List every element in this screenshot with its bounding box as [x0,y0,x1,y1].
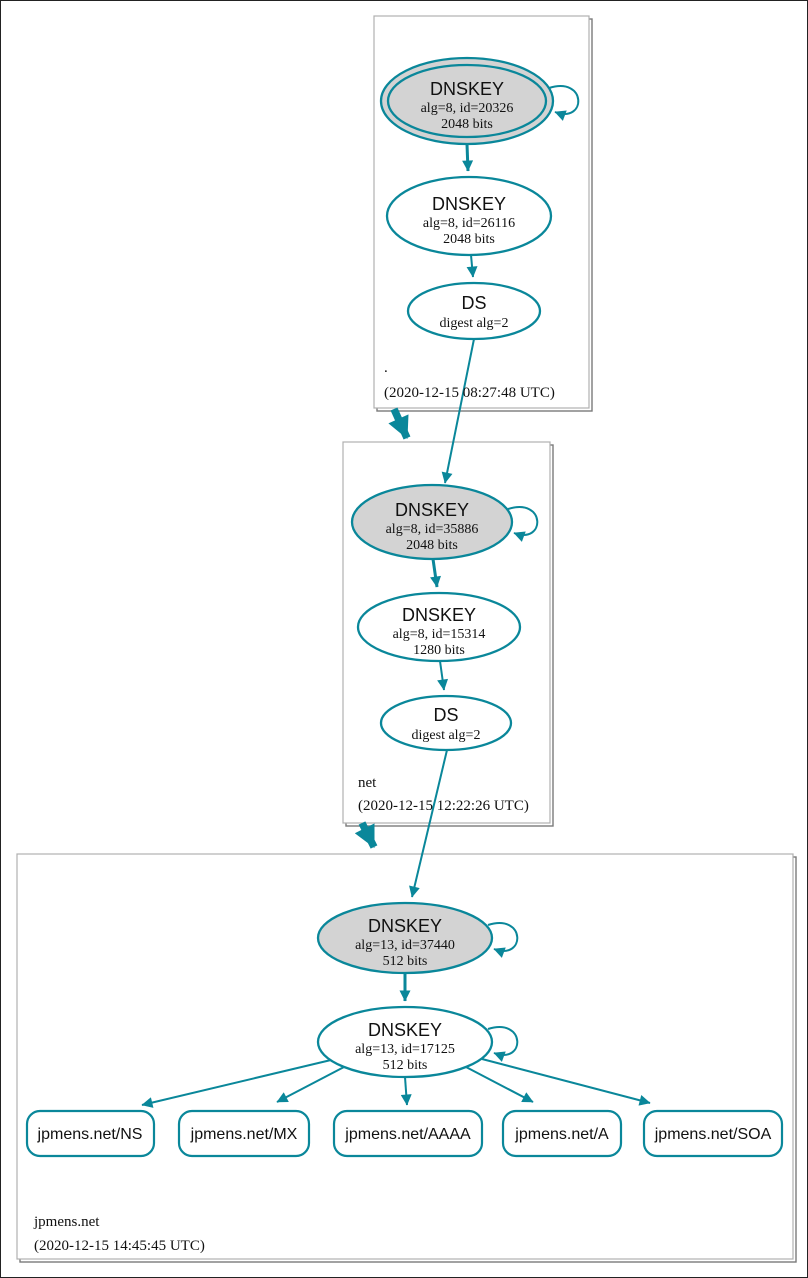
root-ksk-alg: alg=8, id=20326 [421,101,514,116]
root-zone-timestamp: (2020-12-15 08:27:48 UTC) [384,385,555,401]
root-zsk-ellipse [385,175,553,257]
jpmens-ksk-alg: alg=13, id=37440 [355,938,455,953]
rrset-ns-label: jpmens.net/NS [37,1126,143,1143]
jpmens-zsk-alg: alg=13, id=17125 [355,1042,455,1057]
rrset-mx-box [177,1109,311,1158]
edge-net-ksk-to-zsk [430,558,441,588]
edge-net-ksk-self-sign [507,506,539,542]
jpmens-zone-timestamp: (2020-12-15 14:45:45 UTC) [34,1238,205,1254]
edge-jpmens-zsk-to-a [465,1066,534,1103]
edge-net-zsk-to-ds [437,660,449,691]
rrset-aaaa-label: jpmens.net/AAAA [344,1126,471,1143]
rrset-soa-box [642,1109,784,1158]
edge-jpmens-zsk-to-soa [481,1058,651,1106]
root-ksk-bits: 2048 bits [441,117,493,132]
rrset-a-box [501,1109,623,1158]
jpmens-zsk-bits: 512 bits [383,1058,428,1073]
edge-jpmens-zsk-to-mx [276,1066,345,1103]
rrset-mx-label: jpmens.net/MX [190,1126,298,1143]
edge-net-ds-to-jpmens-ksk [409,749,448,898]
net-ds-ellipse [379,694,513,752]
root-ksk-title: DNSKEY [430,79,504,99]
net-ksk-ellipse [350,483,514,561]
net-zsk-alg: alg=8, id=15314 [393,627,486,642]
root-zsk-alg: alg=8, id=26116 [423,216,515,231]
rrset-aaaa-box [332,1109,484,1158]
net-ksk-alg: alg=8, id=35886 [386,522,479,537]
rrset-ns-box [25,1109,156,1158]
net-ds-alg: digest alg=2 [412,728,481,743]
net-zone-timestamp: (2020-12-15 12:22:26 UTC) [358,798,529,814]
root-ds-alg: digest alg=2 [440,316,509,331]
jpmens-ksk-bits: 512 bits [383,954,428,969]
edge-jpmens-zsk-self-sign [487,1026,519,1062]
edge-root-ksk-to-zsk [462,143,474,172]
net-zsk-ellipse [356,591,522,663]
net-ksk-bits: 2048 bits [406,538,458,553]
edge-root-ds-to-net-ksk [441,338,475,484]
rrset-a-label: jpmens.net/A [514,1126,609,1143]
jpmens-zone-label: jpmens.net [33,1214,100,1230]
jpmens-ksk-ellipse [316,901,494,975]
net-zsk-title: DNSKEY [402,605,476,625]
jpmens-zsk-title: DNSKEY [368,1020,442,1040]
edge-net-to-jpmens-delegation [354,821,378,849]
net-ds-title: DS [433,705,458,725]
root-zone-label: . [384,360,388,376]
jpmens-ksk-title: DNSKEY [368,916,442,936]
edge-root-to-net-delegation [388,407,411,440]
net-zone-label: net [358,775,377,791]
root-ds-ellipse [406,281,542,341]
net-zsk-bits: 1280 bits [413,643,465,658]
net-ksk-title: DNSKEY [395,500,469,520]
root-zsk-bits: 2048 bits [443,232,495,247]
root-ksk-ellipse-inner [386,63,548,139]
edge-root-zsk-to-ds [466,254,478,278]
edge-jpmens-ksk-self-sign [487,922,519,958]
rrset-soa-label: jpmens.net/SOA [654,1126,772,1143]
root-zsk-title: DNSKEY [432,194,506,214]
edge-jpmens-zsk-to-aaaa [400,1076,412,1106]
root-ds-title: DS [461,293,486,313]
edge-root-ksk-self-sign [548,85,580,121]
edge-jpmens-zsk-to-ns [141,1059,332,1108]
jpmens-zsk-ellipse [316,1005,494,1079]
